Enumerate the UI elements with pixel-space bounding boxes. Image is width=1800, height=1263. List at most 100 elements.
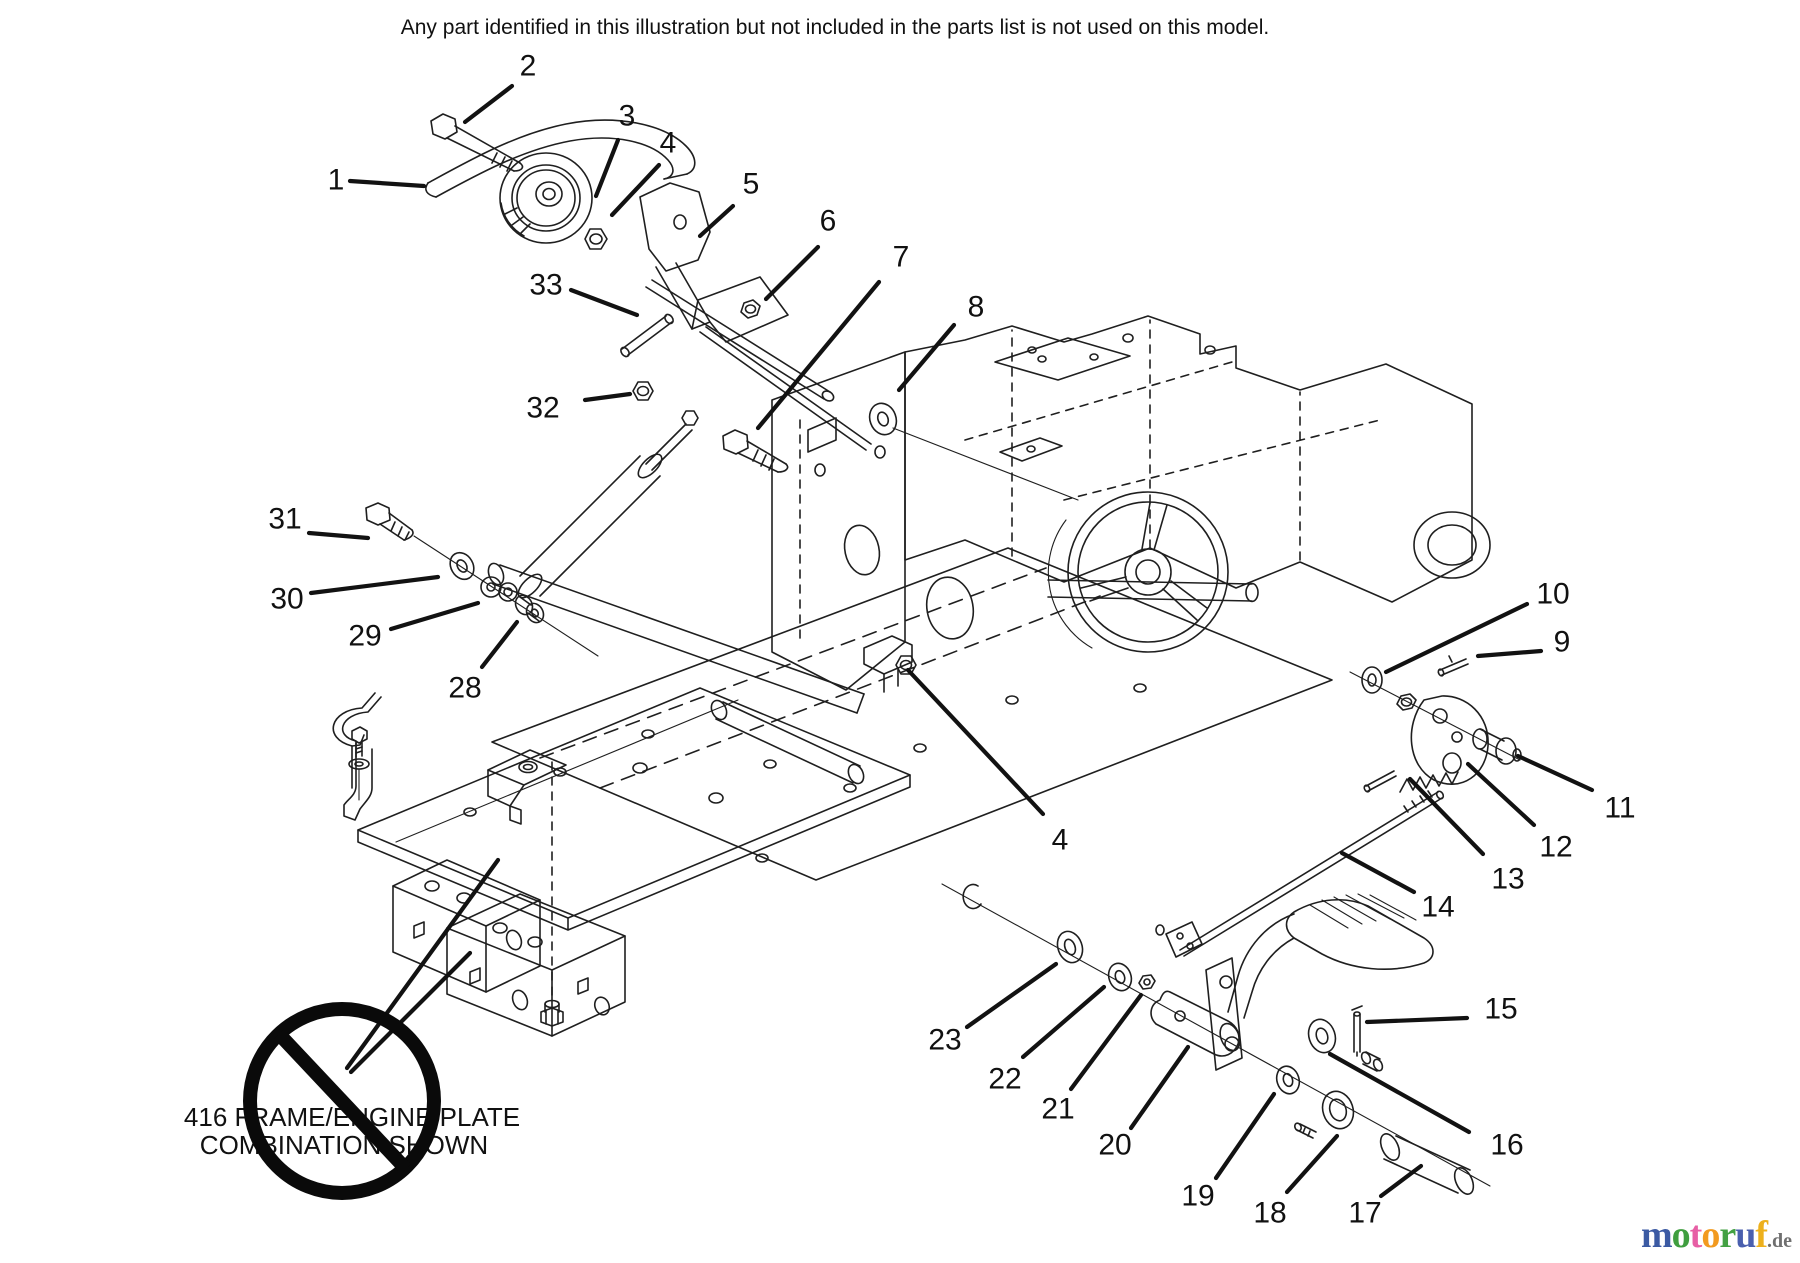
cross-tube-upper [487,562,865,714]
callout-number: 31 [268,503,301,536]
callout-19: 19 [1181,1091,1277,1213]
callout-22: 22 [988,984,1107,1096]
set-screw [1293,1122,1317,1139]
callout-number: 29 [348,620,381,653]
logo-suffix: .de [1767,1230,1792,1252]
rod-clevis [1155,921,1203,958]
frame-side-plate [771,351,906,691]
header-note: Any part identified in this illustration… [400,16,1270,39]
callout-number: 22 [988,1063,1021,1096]
callout-4: 4 [609,127,676,218]
caption-leader-line [344,857,501,1071]
caption-line-2: COMBINATION SHOWN [200,1130,488,1160]
callout-number: 6 [820,205,837,238]
callout-number: 18 [1253,1197,1286,1230]
j-hook-rod [332,692,382,821]
logo-letter: f [1755,1214,1768,1256]
callout-18: 18 [1253,1133,1340,1230]
cross-tube-lower [710,699,865,785]
callout-9: 9 [1475,626,1571,659]
callout-20: 20 [1098,1044,1191,1162]
callout-number: 9 [1554,626,1571,659]
leader-line [308,574,441,596]
idler-pulley [499,152,593,244]
leader-line [347,178,427,189]
pin-13 [1363,770,1397,793]
callout-8: 8 [896,291,984,393]
callout-1: 1 [328,164,427,197]
engine-plate [357,687,911,931]
callout-number: 28 [448,672,481,705]
leader-line [593,137,621,199]
washer-16 [1307,1018,1337,1054]
pivot-housing-20 [1150,990,1241,1057]
callout-number: 23 [928,1024,961,1057]
frame-rail-rear [446,893,626,1037]
leader-line [905,667,1046,817]
callout-number: 20 [1098,1129,1131,1162]
prohibition-symbol [243,1002,441,1200]
nut-4a [584,228,608,250]
callout-number: 33 [529,269,562,302]
callout-21: 21 [1041,992,1144,1126]
frame-floor-plate [491,547,1333,881]
callout-number: 19 [1181,1180,1214,1213]
nut-32 [632,381,654,401]
callout-number: 1 [328,164,345,197]
washer-30 [449,551,475,581]
leader-line [479,619,520,670]
logo-wordmark: motoruf [1641,1214,1768,1256]
washer-22 [1107,962,1133,992]
bolt-7 [722,429,789,473]
callout-32: 32 [526,391,633,425]
leader-line [1465,761,1537,828]
leader-line [582,391,633,403]
bolt-31 [365,502,414,541]
callout-10: 10 [1383,578,1570,675]
callout-15: 15 [1364,993,1518,1026]
callout-number: 15 [1484,993,1517,1026]
spring-13 [1399,771,1459,793]
callout-number: 5 [743,168,760,201]
nut-6 [740,299,761,319]
logo-letter: o [1671,1214,1691,1256]
v-belt [425,119,696,198]
leader-line [1020,984,1107,1060]
washer-10 [1361,666,1383,694]
j-hook-bolt [348,726,370,801]
logo-letter: r [1719,1214,1736,1256]
callout-13: 13 [1407,776,1525,896]
logo-letter: o [1701,1214,1720,1256]
circlip-bottom [962,883,982,910]
pedal [1227,893,1434,1019]
callout-5: 5 [697,168,760,239]
leader-line [1327,1051,1472,1135]
pivot-bracket [863,635,913,693]
logo-letter: t [1689,1214,1703,1256]
leader-line [609,162,662,218]
callout-number: 2 [520,50,537,83]
ball-joint-29 [480,576,502,598]
leader-line [1364,1015,1470,1025]
rod-33 [620,313,674,358]
callout-30: 30 [270,574,441,616]
nut-lever [1396,693,1417,711]
bolt-11 [1472,728,1522,765]
callout-12: 12 [1465,761,1573,864]
callout-number: 3 [619,100,636,133]
axis-line-b [413,535,599,657]
axis-line-d [941,883,1491,1187]
callout-17: 17 [1348,1163,1424,1230]
washer-19 [1275,1065,1301,1095]
leader-line [1339,850,1417,895]
callout-29: 29 [348,600,481,653]
callout-number: 14 [1421,891,1454,924]
callout-16: 16 [1327,1051,1524,1162]
hex-bolt-bottom [540,999,564,1027]
roll-pin-15 [1351,1005,1363,1057]
leader-line [1068,992,1144,1092]
callout-number: 13 [1491,863,1524,896]
callout-14: 14 [1339,850,1455,924]
